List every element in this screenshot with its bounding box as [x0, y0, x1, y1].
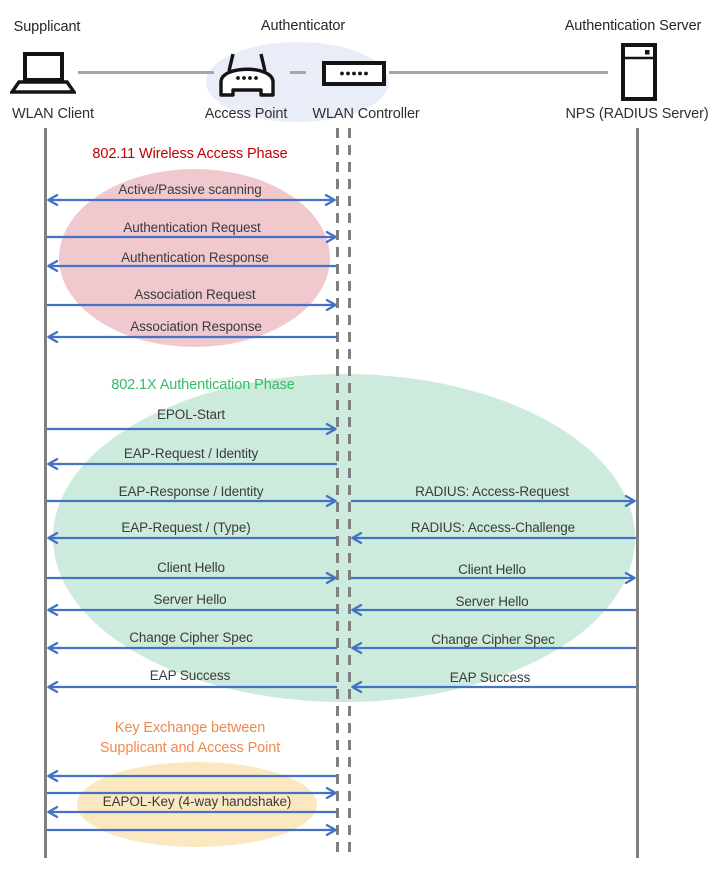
- laptop-icon: [10, 52, 76, 94]
- msg-client-hello-left: Client Hello: [157, 560, 225, 575]
- msg-eap-success-left: EAP Success: [149, 668, 231, 683]
- connector-client-ap: [78, 71, 214, 74]
- msg-eap-request-type: EAP-Request / (Type): [121, 520, 251, 535]
- msg-association-request: Association Request: [134, 287, 256, 302]
- phase1-title: 802.11 Wireless Access Phase: [92, 146, 288, 162]
- msg-change-cipher-spec-left: Change Cipher Spec: [129, 630, 253, 645]
- msg-eap-success-right: EAP Success: [449, 670, 531, 685]
- role-supplicant: Supplicant: [13, 19, 81, 35]
- msg-client-hello-right: Client Hello: [458, 562, 526, 577]
- msg-eap-request-identity: EAP-Request / Identity: [123, 446, 259, 461]
- msg-server-hello-right: Server Hello: [455, 594, 529, 609]
- lifeline-authenticator-right: [348, 128, 351, 856]
- msg-association-response: Association Response: [130, 319, 262, 334]
- phase2-title: 802.1X Authentication Phase: [111, 377, 295, 393]
- msg-change-cipher-spec-right: Change Cipher Spec: [431, 632, 555, 647]
- authentication-phase-ellipse: [53, 374, 635, 702]
- wlan-controller-icon: [322, 61, 386, 86]
- msg-radius-access-request: RADIUS: Access-Request: [415, 484, 569, 499]
- msg-active-passive-scanning: Active/Passive scanning: [118, 182, 262, 197]
- device-access-point: Access Point: [204, 106, 288, 122]
- role-authentication-server: Authentication Server: [564, 18, 702, 34]
- connector-controller-server: [389, 71, 608, 74]
- lifeline-wlan-client: [44, 128, 47, 858]
- server-icon: [621, 43, 657, 101]
- msg-epol-start: EPOL-Start: [156, 407, 226, 422]
- phase3-title-line2: Supplicant and Access Point: [99, 740, 281, 756]
- msg-authentication-request: Authentication Request: [123, 220, 261, 235]
- device-wlan-controller: WLAN Controller: [312, 106, 420, 122]
- msg-authentication-response: Authentication Response: [121, 250, 269, 265]
- access-point-icon: [219, 53, 275, 97]
- lifeline-authenticator-left: [336, 128, 339, 856]
- msg-eapol-key: EAPOL-Key (4-way handshake): [102, 794, 292, 809]
- msg-server-hello-left: Server Hello: [153, 592, 227, 607]
- phase3-title-line1: Key Exchange between: [114, 720, 266, 736]
- connector-ap-controller: [290, 71, 306, 74]
- device-wlan-client: WLAN Client: [12, 106, 94, 122]
- msg-eap-response-identity: EAP-Response / Identity: [118, 484, 264, 499]
- device-nps-radius-server: NPS (RADIUS Server): [565, 106, 709, 122]
- msg-radius-access-challenge: RADIUS: Access-Challenge: [410, 520, 576, 535]
- role-authenticator: Authenticator: [260, 18, 346, 34]
- lifeline-radius-server: [636, 128, 639, 858]
